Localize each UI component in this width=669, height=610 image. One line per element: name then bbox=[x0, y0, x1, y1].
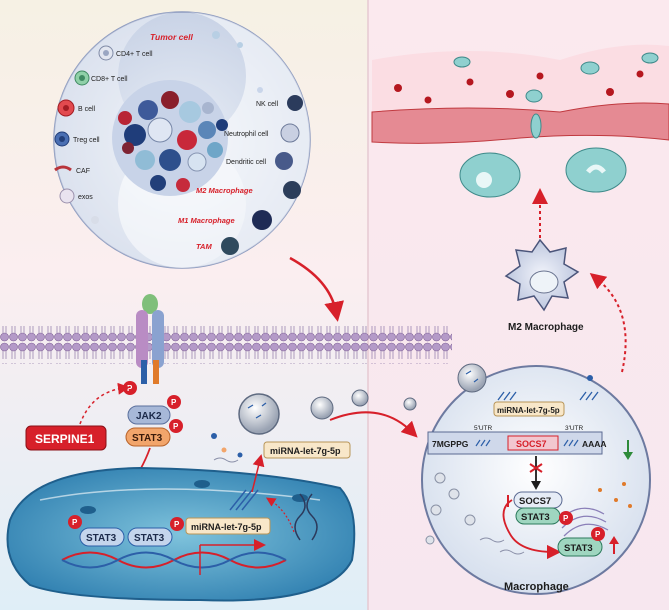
socs7-gene-label: SOCS7 bbox=[516, 439, 547, 449]
svg-text:P: P bbox=[595, 530, 601, 539]
label-cd4: CD4+ T cell bbox=[116, 51, 153, 58]
translation-block bbox=[529, 456, 543, 490]
svg-text:SOCS7: SOCS7 bbox=[519, 496, 551, 507]
svg-text:3'UTR: 3'UTR bbox=[565, 425, 584, 432]
label-caf: CAF bbox=[76, 168, 90, 175]
macrophage-label: Macrophage bbox=[504, 581, 569, 593]
exosome-icon bbox=[238, 393, 280, 435]
svg-text:STAT3: STAT3 bbox=[132, 433, 163, 444]
svg-text:AAAA: AAAA bbox=[582, 439, 607, 449]
svg-text:P: P bbox=[563, 514, 569, 523]
svg-text:SERPINE1: SERPINE1 bbox=[35, 432, 95, 446]
label-treg: Treg cell bbox=[73, 137, 100, 144]
svg-text:5'UTR: 5'UTR bbox=[474, 425, 493, 432]
mirna-cytosol: miRNA-let-7g-5p bbox=[211, 393, 351, 463]
arrow-serpine1-to-receptor bbox=[79, 382, 130, 425]
svg-text:7MGPPG: 7MGPPG bbox=[432, 439, 469, 449]
svg-text:JAK2: JAK2 bbox=[136, 411, 162, 422]
svg-text:STAT3: STAT3 bbox=[86, 533, 117, 544]
mirna-nuclear: miRNA-let-7g-5p bbox=[185, 517, 271, 535]
mirna-macrophage: miRNA-let-7g-5p bbox=[493, 375, 599, 417]
exosome-trail bbox=[310, 389, 417, 420]
active-stat3: STAT3 P bbox=[557, 527, 619, 557]
svg-text:P: P bbox=[171, 398, 177, 407]
arrow-to-macrophage bbox=[329, 411, 418, 438]
label-tumor-cell: Tumor cell bbox=[150, 32, 193, 42]
label-neutrophil: Neutrophil cell bbox=[224, 131, 269, 138]
arrow-tme-to-membrane bbox=[289, 256, 344, 322]
svg-text:STAT3: STAT3 bbox=[134, 533, 165, 544]
label-m1-tme: M1 Macrophage bbox=[178, 216, 235, 225]
stat3-dimer-nuclear: P STAT3 STAT3 P bbox=[68, 515, 184, 547]
svg-text:P: P bbox=[174, 520, 180, 529]
svg-text:P: P bbox=[173, 422, 179, 431]
svg-text:miRNA-let-7g-5p: miRNA-let-7g-5p bbox=[191, 522, 262, 532]
svg-text:P: P bbox=[72, 518, 78, 527]
blood-vessel bbox=[371, 44, 669, 144]
tumor-microenvironment bbox=[53, 11, 311, 269]
tissue-macrophages bbox=[459, 147, 627, 198]
label-nk: NK cell bbox=[256, 101, 279, 108]
label-bcell: B cell bbox=[78, 106, 96, 113]
svg-text:P: P bbox=[127, 384, 133, 393]
svg-text:miRNA-let-7g-5p: miRNA-let-7g-5p bbox=[270, 446, 341, 456]
socs7-mrna: 7MGPPG 5'UTR 3'UTR SOCS7 AAAA bbox=[427, 425, 607, 455]
label-dendritic: Dendritic cell bbox=[226, 159, 267, 166]
nucleus bbox=[6, 466, 356, 602]
socs7-stat3-complex: SOCS7 STAT3 P bbox=[502, 491, 573, 560]
label-m2-tme: M2 Macrophage bbox=[196, 186, 253, 195]
jak2-stat3-complex: P P JAK2 P STAT3 bbox=[123, 381, 183, 447]
label-tam: TAM bbox=[196, 242, 212, 251]
arrow-nucleus-export bbox=[251, 454, 265, 493]
jak2-node bbox=[127, 405, 171, 425]
svg-text:STAT3: STAT3 bbox=[521, 512, 550, 523]
label-cd8: CD8+ T cell bbox=[91, 76, 128, 83]
svg-text:STAT3: STAT3 bbox=[564, 543, 593, 554]
arrow-macrophage-to-m2 bbox=[589, 272, 627, 373]
pre-mirna-hairpin bbox=[229, 489, 318, 541]
tme-labels: Tumor cell CD4+ T cell CD8+ T cell B cel… bbox=[73, 32, 279, 251]
serpine1-box: SERPINE1 bbox=[25, 425, 107, 451]
label-m2-macrophage: M2 Macrophage bbox=[508, 322, 584, 333]
tumor-mass bbox=[112, 80, 228, 196]
receptor bbox=[136, 294, 164, 384]
label-exos: exos bbox=[78, 194, 93, 201]
svg-text:miRNA-let-7g-5p: miRNA-let-7g-5p bbox=[497, 406, 560, 415]
dna-helix bbox=[61, 539, 287, 575]
stat3-node bbox=[125, 427, 171, 447]
cell-membrane bbox=[0, 326, 452, 364]
m2-macrophage: M2 Macrophage bbox=[504, 238, 584, 333]
